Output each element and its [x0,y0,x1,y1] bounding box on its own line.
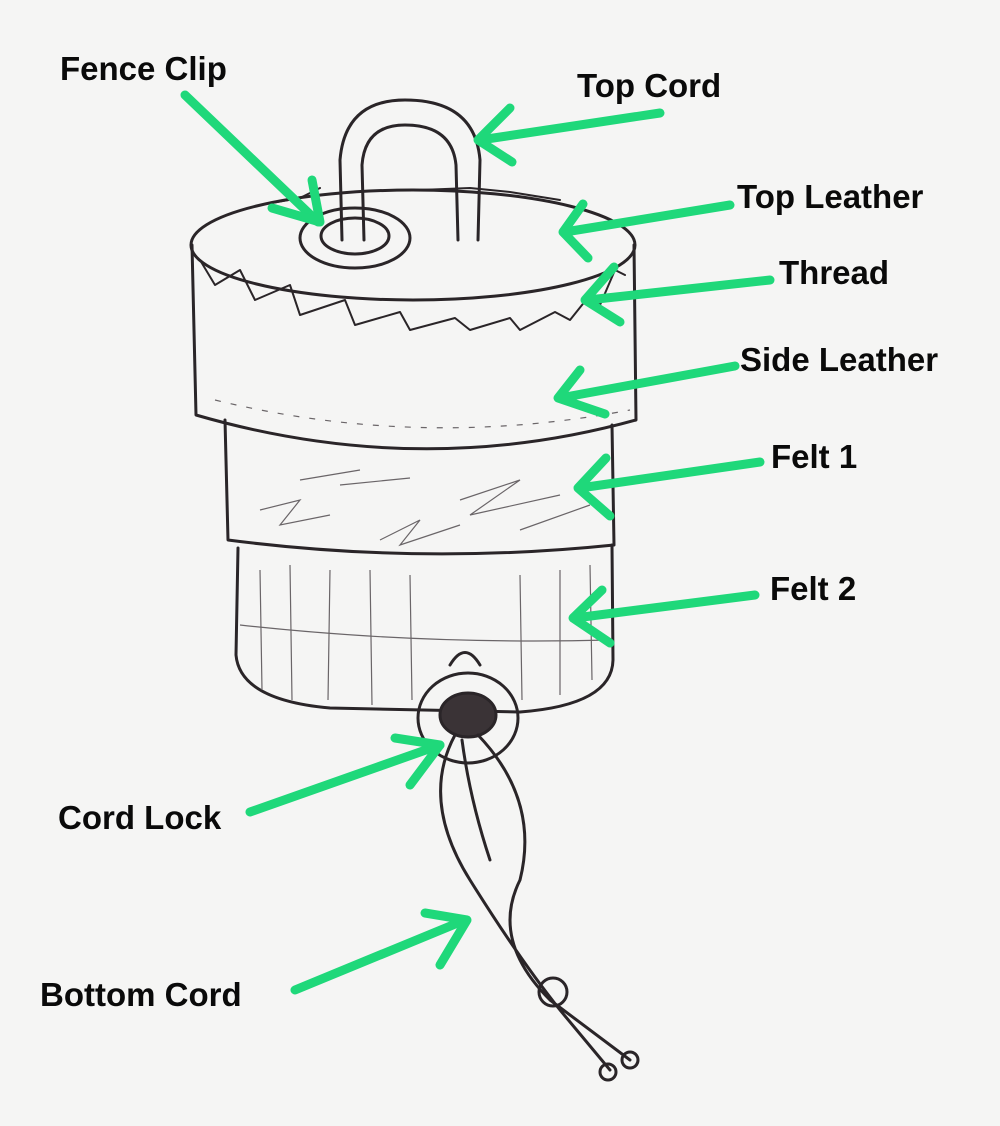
top-leather-shape [189,188,637,302]
arrow-cord-lock [245,733,445,817]
label-felt-1: Felt 1 [771,438,857,475]
label-top-cord: Top Cord [577,67,721,104]
arrow-fence-clip [180,90,325,227]
label-fence-clip: Fence Clip [60,50,227,87]
cord-lock-shape [416,671,520,765]
felt-2-shape [234,543,615,714]
arrow-top-leather [558,199,735,263]
fence-clip-shape [298,206,412,270]
sketch-drawing [189,98,640,1082]
label-felt-2: Felt 2 [770,570,856,607]
bottom-cord-shape [439,733,632,1072]
label-bottom-cord: Bottom Cord [40,976,242,1013]
label-top-leather: Top Leather [737,178,924,215]
felt-1-hatching [259,469,591,547]
side-leather-shape [190,243,638,451]
thread-stitches [199,187,626,331]
arrow-bottom-cord [290,908,472,995]
arrow-side-leather [553,361,740,419]
label-cord-lock: Cord Lock [58,799,222,836]
felt-1-shape [223,418,616,556]
label-thread: Thread [779,254,889,291]
felt-2-hatching [259,564,593,706]
label-arrows [180,90,775,995]
label-side-leather: Side Leather [740,341,938,378]
top-cord-shape [338,98,482,242]
arrow-top-cord [473,103,665,167]
arrow-thread [580,262,775,327]
arrow-felt-2 [568,585,760,648]
arrow-felt-1 [573,453,765,521]
